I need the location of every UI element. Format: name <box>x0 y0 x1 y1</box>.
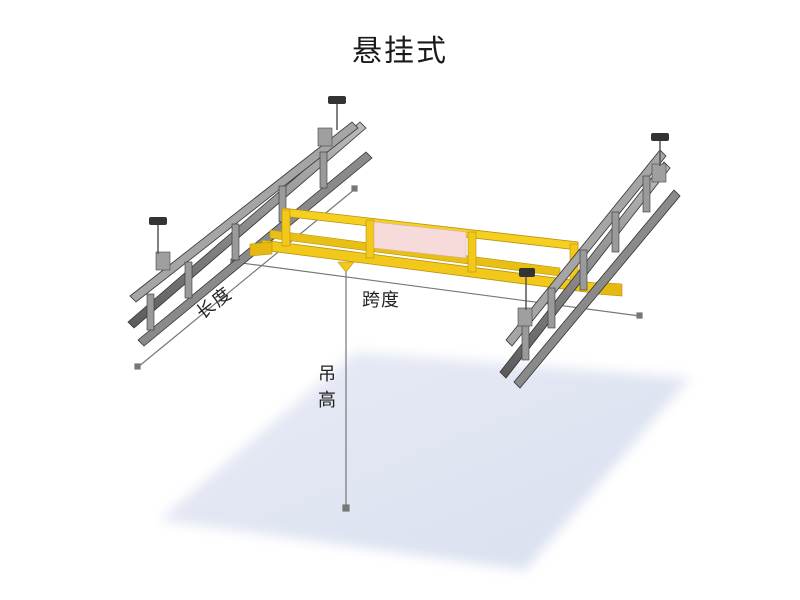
hoist-panel <box>373 221 467 259</box>
span-dimension-line <box>233 261 641 317</box>
hoist-hook-mount <box>337 261 355 273</box>
height-label: 吊高 <box>318 364 336 411</box>
floor-plane <box>160 352 690 570</box>
span-label: 跨度 <box>362 290 400 311</box>
diagram-title: 悬挂式 <box>352 34 448 69</box>
right-runway-rail <box>499 133 681 389</box>
left-rail-hangers <box>149 96 346 271</box>
bridge-beam <box>249 207 623 297</box>
right-rail-hangers <box>517 133 669 327</box>
